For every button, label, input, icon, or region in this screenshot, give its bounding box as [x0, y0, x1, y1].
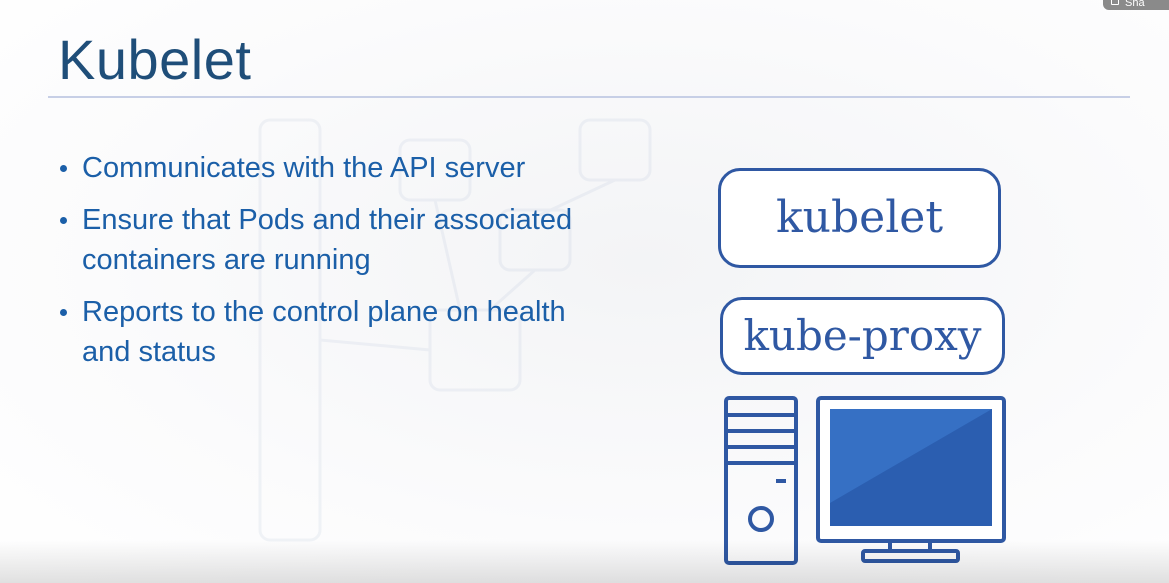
- bullet-item: Communicates with the API server: [58, 148, 578, 188]
- bullet-dot-icon: [60, 309, 67, 316]
- share-label: Sha: [1125, 0, 1145, 9]
- bullet-list: Communicates with the API server Ensure …: [58, 148, 578, 384]
- bullet-text: Ensure that Pods and their associated co…: [82, 204, 573, 276]
- bullet-dot-icon: [60, 217, 67, 224]
- share-button[interactable]: Sha: [1103, 0, 1169, 10]
- bottom-shadow: [0, 540, 1169, 583]
- computer-icon: [724, 396, 1006, 565]
- bullet-item: Ensure that Pods and their associated co…: [58, 200, 578, 280]
- computer-monitor: [816, 396, 1006, 563]
- bullet-text: Reports to the control plane on health a…: [82, 296, 566, 368]
- computer-tower: [724, 396, 798, 565]
- kube-proxy-box: kube-proxy: [720, 297, 1005, 375]
- bullet-item: Reports to the control plane on health a…: [58, 292, 578, 372]
- background-network-watermark: [258, 118, 652, 542]
- kubelet-box: kubelet: [718, 168, 1001, 268]
- title-divider: [48, 96, 1130, 98]
- bullet-text: Communicates with the API server: [82, 152, 526, 184]
- slide-title: Kubelet: [58, 28, 252, 91]
- share-icon: [1111, 0, 1119, 5]
- bullet-dot-icon: [60, 165, 67, 172]
